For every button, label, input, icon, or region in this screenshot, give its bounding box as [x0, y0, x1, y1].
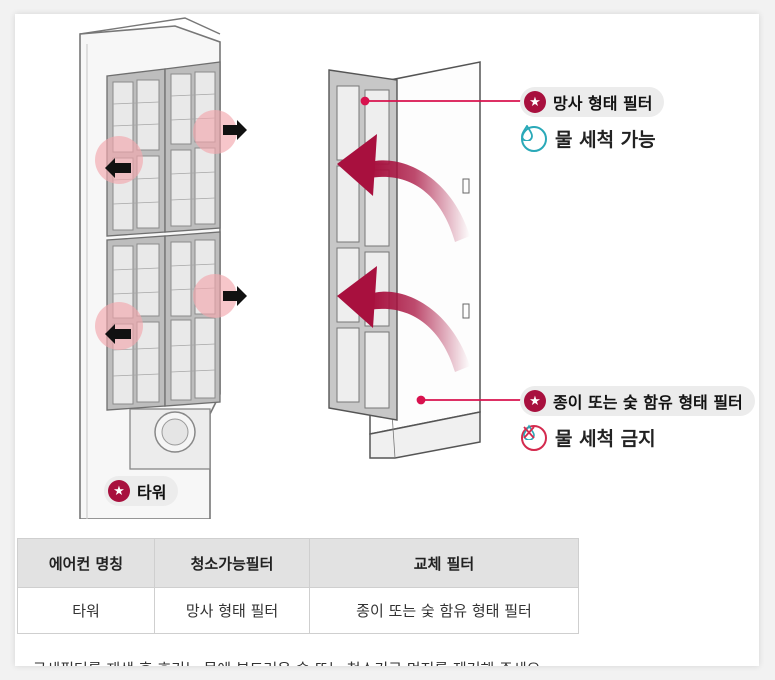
insert-arrows [337, 134, 470, 372]
table-cell: 망사 형태 필터 [154, 587, 310, 634]
tower-label: ★ 타워 [104, 476, 179, 506]
filter-table: 에어컨 명칭 청소가능필터 교체 필터 타워 망사 형태 필터 종이 또는 숯 … [17, 538, 579, 634]
callout-lines [360, 96, 525, 405]
star-badge-icon: ★ [524, 390, 546, 412]
filter-illustration: ★ 망사 형태 필터 물 세척 가능 ★ 종이 또는 숯 함유 형태 필터 물 … [15, 14, 759, 519]
no-wash-note: 물 세척 금지 [521, 424, 656, 451]
column-header: 교체 필터 [309, 538, 579, 588]
mesh-filter-label: 망사 형태 필터 [553, 94, 653, 113]
paper-filter-callout: ★ 종이 또는 숯 함유 형태 필터 [520, 386, 755, 416]
no-wash-text: 물 세척 금지 [555, 428, 656, 450]
washable-text: 물 세척 가능 [555, 129, 656, 151]
star-badge-icon: ★ [108, 480, 130, 502]
column-header: 청소가능필터 [154, 538, 310, 588]
water-drop-icon [521, 125, 547, 152]
table-cell: 종이 또는 숯 함유 형태 필터 [309, 587, 579, 634]
column-header: 에어컨 명칭 [17, 538, 155, 588]
tower-label-text: 타워 [137, 483, 167, 502]
paper-filter-label: 종이 또는 숯 함유 형태 필터 [553, 393, 743, 412]
filter-diagram [79, 17, 525, 519]
footnote: • 극세필터를 재생 후 호기는 물에 부드러운 솔 또는 청소기로 먼지를 제… [19, 658, 545, 666]
table-header-row: 에어컨 명칭 청소가능필터 교체 필터 [17, 538, 579, 588]
no-water-icon [521, 424, 547, 451]
washable-note: 물 세척 가능 [521, 125, 656, 152]
removed-filter [328, 61, 481, 459]
star-badge-icon: ★ [524, 91, 546, 113]
content-card: ★ 망사 형태 필터 물 세척 가능 ★ 종이 또는 숯 함유 형태 필터 물 … [15, 14, 759, 666]
table-cell: 타워 [17, 587, 155, 634]
mesh-filter-callout: ★ 망사 형태 필터 [520, 87, 665, 117]
arrow-icon [105, 120, 247, 344]
table-row: 타워 망사 형태 필터 종이 또는 숯 함유 형태 필터 [17, 587, 579, 634]
